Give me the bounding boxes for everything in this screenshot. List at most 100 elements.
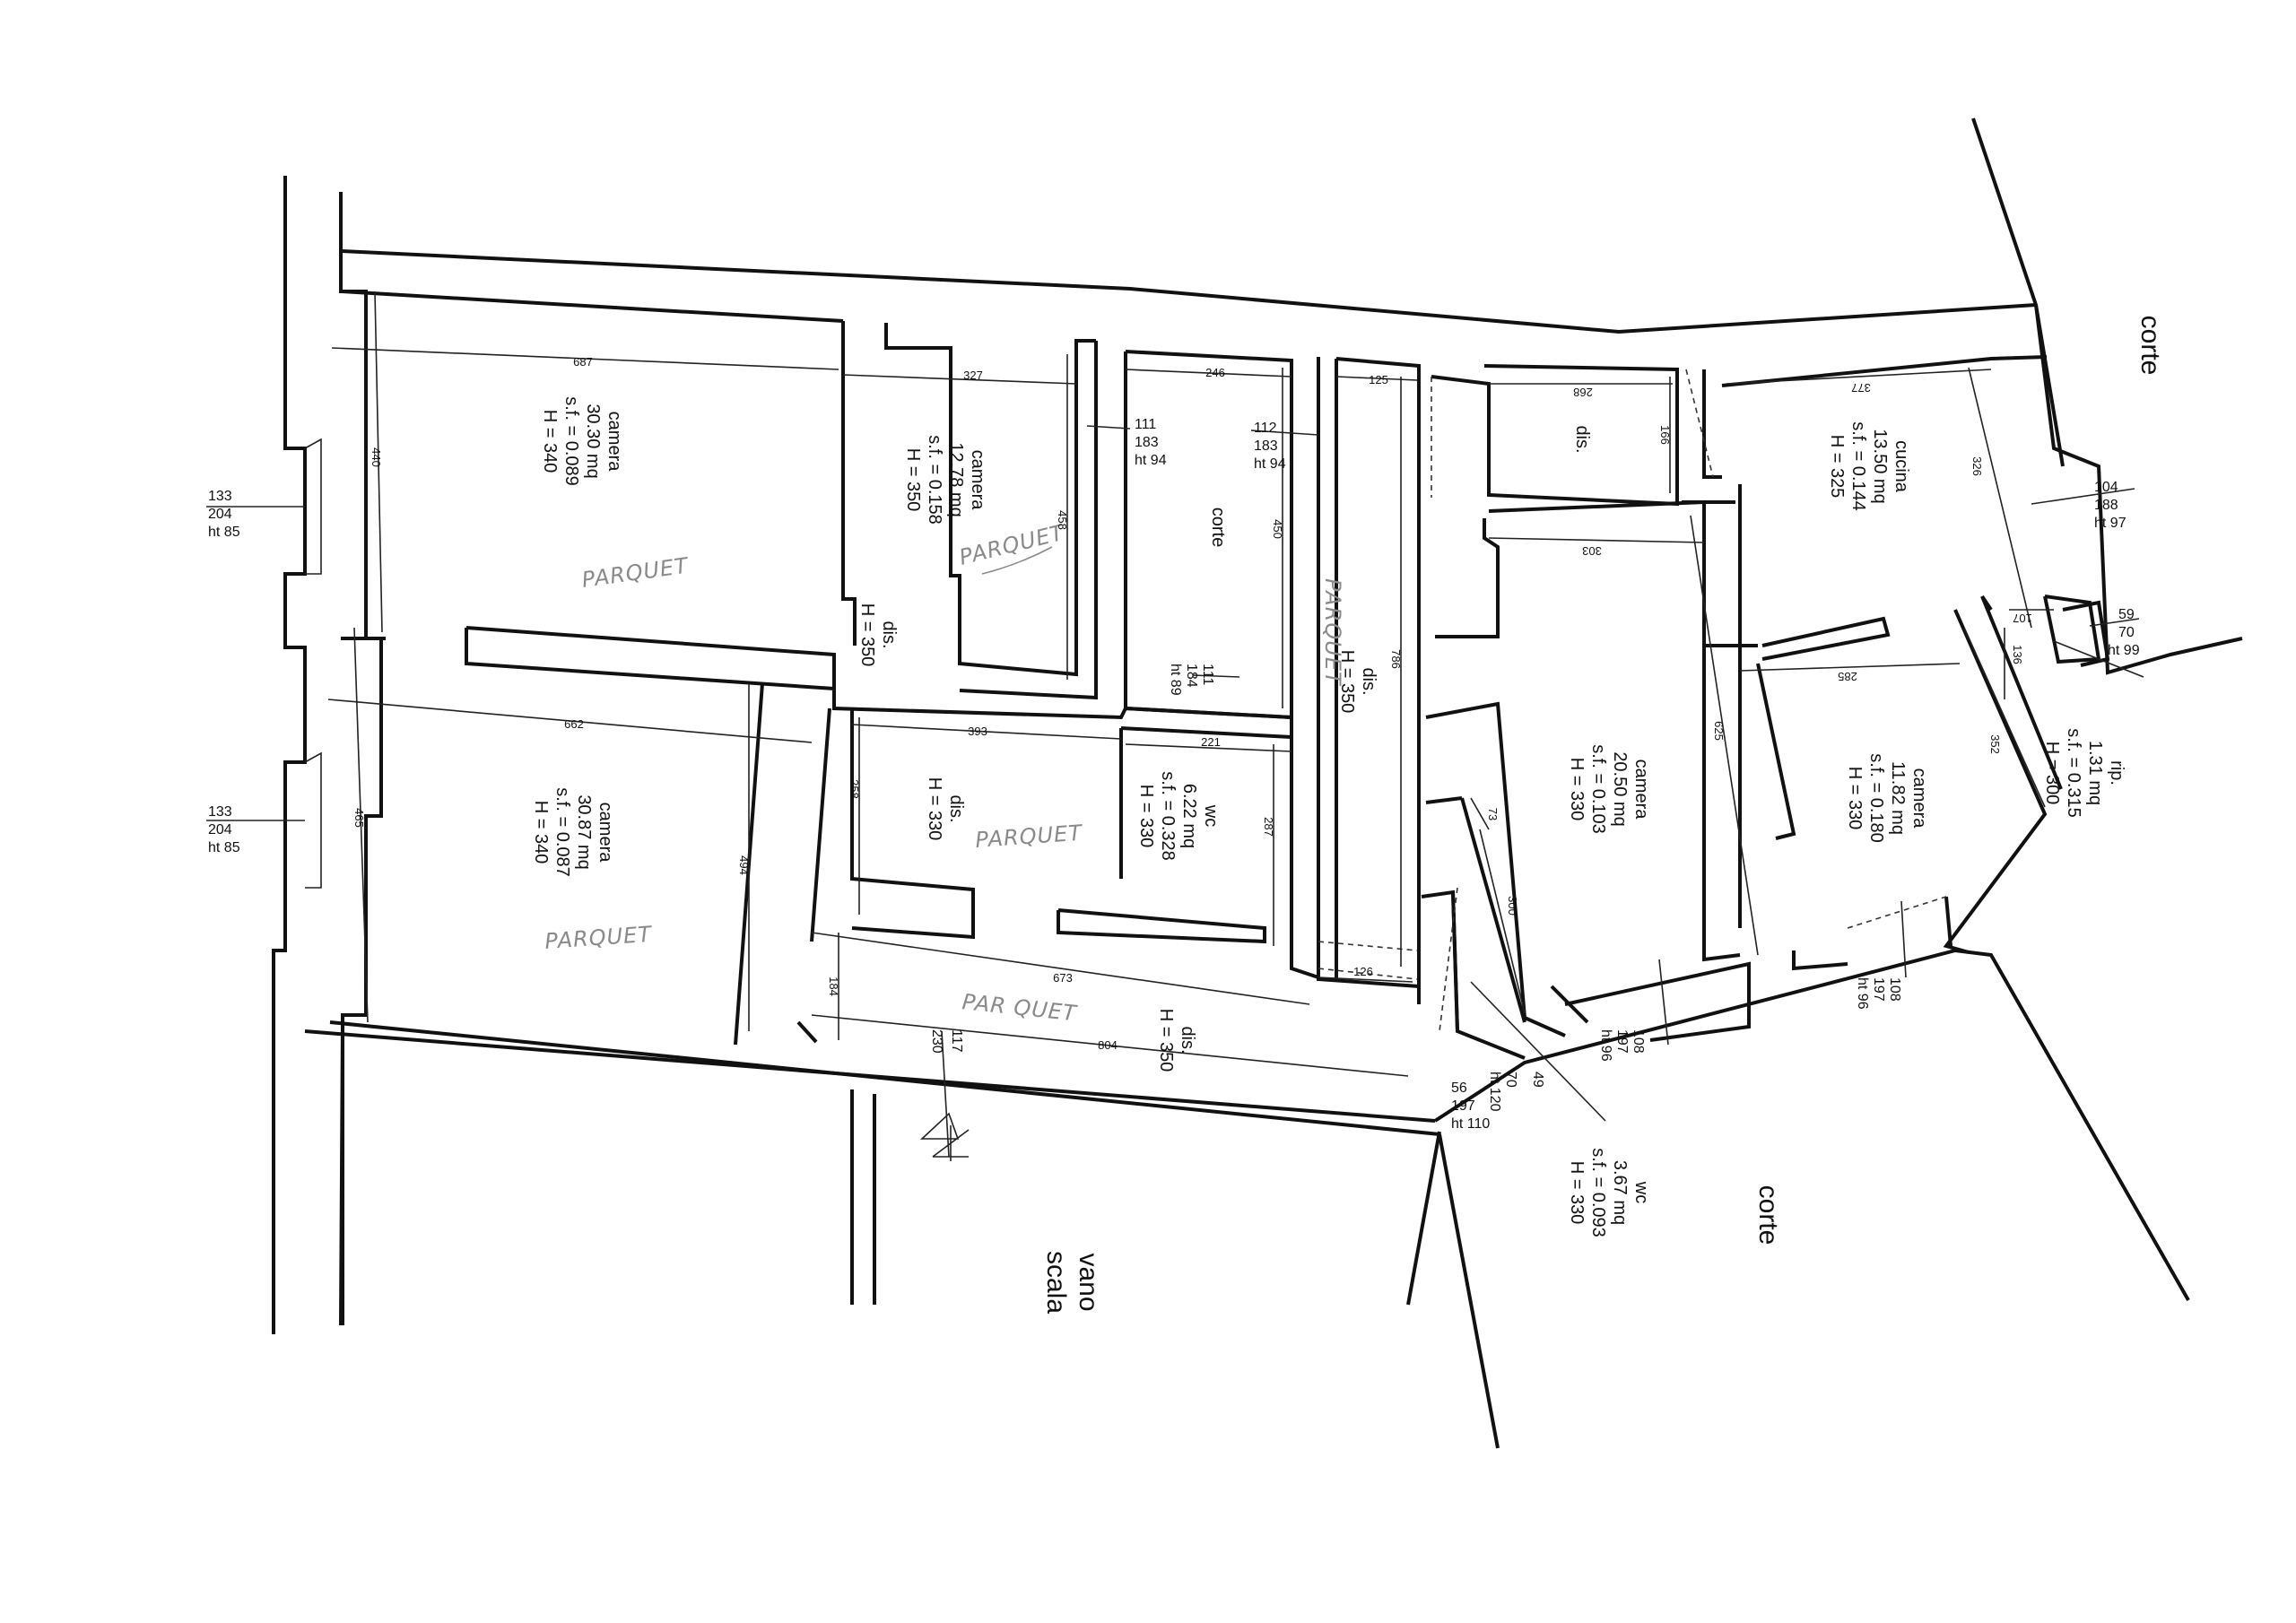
room-sf: s.f. = 0.180 <box>1866 753 1886 843</box>
dimension-label: 440 <box>370 447 383 467</box>
corte-bottom-label: corte <box>1753 1185 1783 1245</box>
dimension-label: 327 <box>963 369 983 382</box>
room-area: 13.50 mq <box>1870 429 1890 503</box>
room-label-wc1: wc 6.22 mq s.f. = 0.328 H = 330 <box>1136 771 1221 861</box>
svg-text:ht 99: ht 99 <box>2108 643 2140 658</box>
opening-label-o10: 70 ht 120 <box>1487 1072 1518 1112</box>
dimension-label: 107 <box>2013 612 2032 625</box>
room-height: H = 340 <box>540 410 560 473</box>
room-label-dis5: dis. <box>1572 425 1592 453</box>
dimension-label: 285 <box>1838 670 1857 683</box>
outer-walls <box>272 117 2243 1449</box>
room-sf: s.f. = 0.315 <box>2064 728 2083 818</box>
svg-text:111: 111 <box>1200 664 1215 685</box>
handwritten-note: PAR QUET <box>961 989 1079 1026</box>
dimension-label: 687 <box>573 355 593 369</box>
handwritten-underline <box>981 546 1053 575</box>
svg-text:59: 59 <box>2118 607 2135 622</box>
dimension-label: 377 <box>1851 381 1871 395</box>
dimension-label: 73 <box>1486 808 1500 820</box>
room-sf: s.f. = 0.328 <box>1158 771 1178 861</box>
svg-text:112: 112 <box>1254 421 1277 436</box>
dimension-label: 184 <box>827 976 840 996</box>
room-sf: s.f. = 0.089 <box>561 396 581 486</box>
svg-text:197: 197 <box>1614 1029 1630 1054</box>
dimension-label: 125 <box>1369 373 1388 386</box>
svg-text:ht 96: ht 96 <box>1598 1029 1613 1062</box>
room-sf: s.f. = 0.093 <box>1588 1148 1608 1237</box>
handwritten-note: PARQUET <box>974 820 1084 853</box>
dimension-label: 326 <box>1970 456 1984 476</box>
room-name: camera <box>968 450 987 511</box>
room-name: dis. <box>879 621 899 648</box>
room-name: camera <box>604 412 624 473</box>
svg-text:230: 230 <box>929 1029 944 1054</box>
svg-text:70: 70 <box>2118 625 2135 640</box>
svg-text:197: 197 <box>1871 977 1886 1002</box>
opening-label-o5: 111 184 ht 89 <box>1168 664 1215 696</box>
room-label-dis3: dis. H = 350 <box>1337 650 1378 714</box>
room-name: corte <box>1208 508 1228 547</box>
room-label-rip: rip. 1.31 mq s.f. = 0.315 H = 300 <box>2042 728 2126 818</box>
room-area: 12.78 mq <box>946 442 966 516</box>
dimension-label: 126 <box>1353 965 1373 978</box>
dimension-label: 673 <box>1053 971 1073 985</box>
opening-label-o12: 108 197 ht 96 <box>1598 1029 1646 1062</box>
room-height: H = 330 <box>925 777 944 841</box>
dimension-labels: 687 327 246 125 268 377 440 458 450 786 … <box>352 355 2032 1052</box>
room-name: camera <box>596 803 615 864</box>
dimension-label: 300 <box>1506 896 1519 916</box>
room-label-camera4: camera 20.50 mq s.f. = 0.103 H = 330 <box>1567 744 1651 834</box>
dimension-label: 465 <box>352 808 366 828</box>
svg-text:ht 96: ht 96 <box>1855 977 1870 1010</box>
svg-text:104: 104 <box>2094 480 2118 495</box>
room-label-dis2: dis. H = 330 <box>925 777 966 841</box>
corte-top-right-label: corte <box>2135 316 2165 376</box>
room-label-camera2: camera 12.78 mq s.f. = 0.158 H = 350 <box>903 435 987 525</box>
room-label-corte1: corte <box>1208 508 1228 547</box>
room-area: 6.22 mq <box>1179 784 1199 848</box>
svg-text:204: 204 <box>208 822 232 838</box>
room-area: 3.67 mq <box>1610 1160 1630 1225</box>
dimension-label: 221 <box>1201 735 1221 749</box>
svg-text:183: 183 <box>1254 438 1278 454</box>
room-label-dis4: dis. H = 350 <box>1156 1009 1197 1072</box>
room-name: rip. <box>2107 760 2126 785</box>
room-sf: s.f. = 0.144 <box>1848 421 1868 511</box>
svg-text:ht 89: ht 89 <box>1168 664 1183 696</box>
svg-text:133: 133 <box>208 804 232 820</box>
opening-label-o11: 49 <box>1530 1072 1545 1088</box>
room-height: H = 330 <box>1567 758 1587 821</box>
room-name: wc <box>1631 1181 1651 1203</box>
dimension-label: 287 <box>1262 817 1275 837</box>
room-name: dis. <box>946 794 966 822</box>
room-name: cucina <box>1892 440 1911 493</box>
dimension-label: 625 <box>1712 721 1726 741</box>
svg-text:ht 94: ht 94 <box>1254 456 1286 472</box>
svg-text:183: 183 <box>1135 435 1159 450</box>
room-height: H = 330 <box>1845 767 1865 830</box>
room-area: 1.31 mq <box>2085 741 2105 805</box>
svg-text:56: 56 <box>1451 1081 1467 1096</box>
dimension-label: 166 <box>1658 425 1672 445</box>
room-height: H = 300 <box>2042 742 2062 805</box>
opening-leaders <box>206 425 2144 1161</box>
room-name: camera <box>1909 768 1929 829</box>
dimension-label: 786 <box>1389 649 1403 669</box>
svg-text:ht 97: ht 97 <box>2094 516 2126 531</box>
opening-label-o9: 56 197 ht 110 <box>1451 1081 1490 1132</box>
svg-text:108: 108 <box>1887 977 1902 1002</box>
room-height: H = 330 <box>1136 785 1156 848</box>
dimension-label: 246 <box>1205 366 1225 379</box>
room-height: H = 350 <box>903 448 923 512</box>
opening-label-o13: 108 197 ht 96 <box>1855 977 1902 1010</box>
room-sf: s.f. = 0.087 <box>552 787 572 877</box>
svg-text:70: 70 <box>1503 1072 1518 1088</box>
svg-text:ht 85: ht 85 <box>208 525 240 540</box>
room-label-cucina: cucina 13.50 mq s.f. = 0.144 H = 325 <box>1827 421 1911 511</box>
svg-text:49: 49 <box>1530 1072 1545 1088</box>
opening-label-o3: 111 183 ht 94 <box>1135 417 1167 468</box>
room-area: 30.87 mq <box>574 794 594 869</box>
svg-text:188: 188 <box>2094 498 2118 513</box>
